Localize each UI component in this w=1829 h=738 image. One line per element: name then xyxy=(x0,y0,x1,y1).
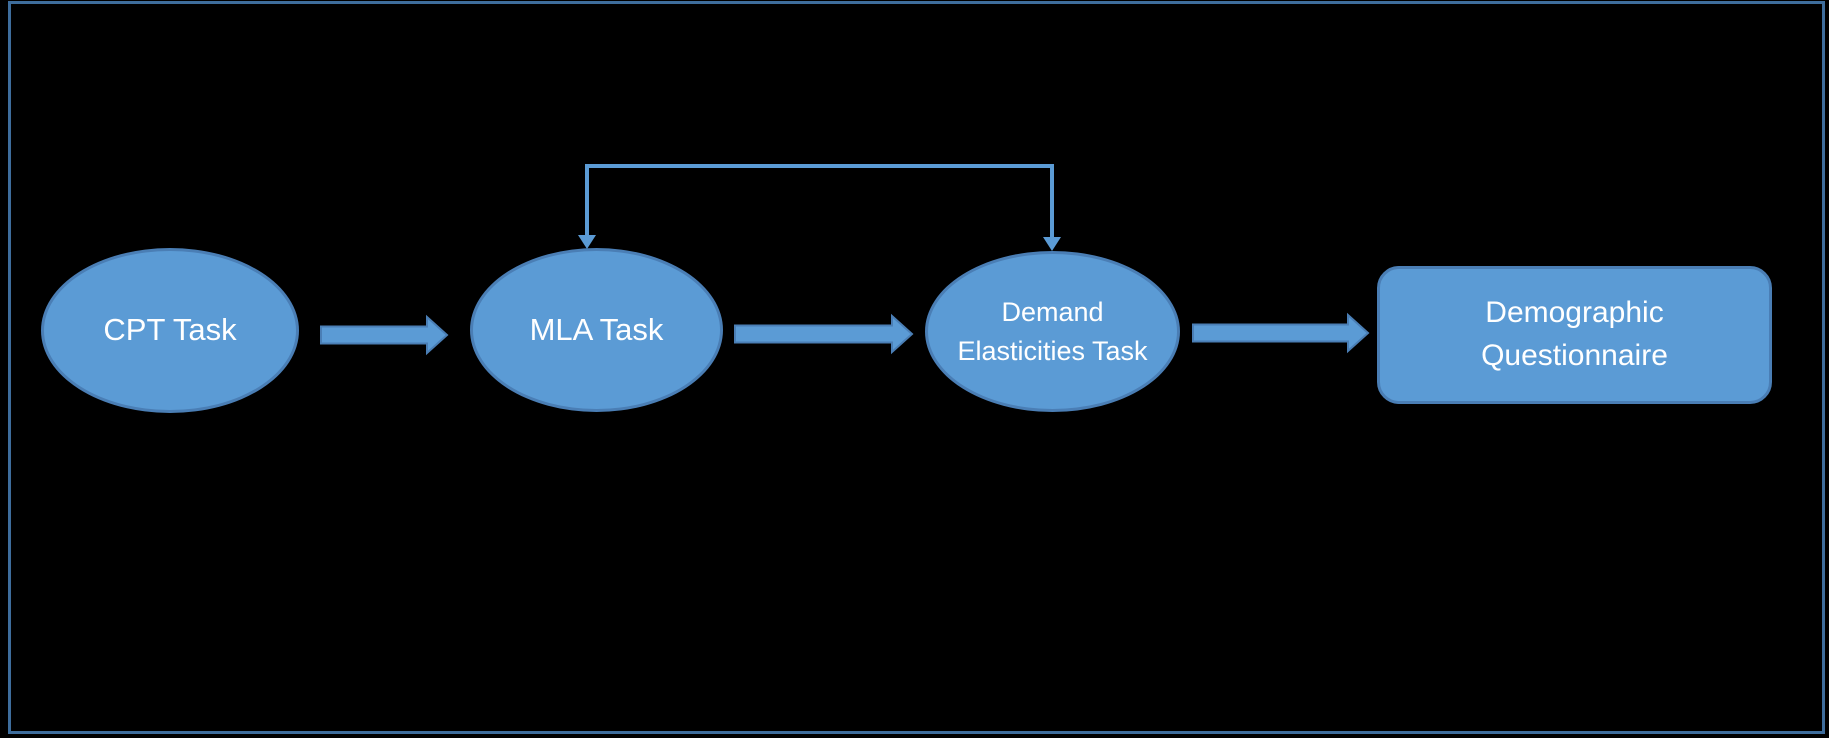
demand-elasticities-task-node: Demand Elasticities Task xyxy=(925,251,1180,412)
mla-task-node: MLA Task xyxy=(470,248,723,412)
mla-task-label: MLA Task xyxy=(529,311,664,347)
demographic-questionnaire-node: Demographic Questionnaire xyxy=(1377,266,1772,404)
cpt-task-label: CPT Task xyxy=(103,312,237,348)
cpt-task-node: CPT Task xyxy=(41,248,299,413)
arrow-mla-to-demand xyxy=(734,313,914,355)
arrow-cpt-to-mla xyxy=(320,314,449,356)
demand-elasticities-task-label: Demand Elasticities Task xyxy=(957,297,1148,366)
elbow-arrowhead-demand xyxy=(1043,237,1061,251)
flowchart-frame xyxy=(8,1,1825,734)
elbow-arrowhead-mla xyxy=(578,235,596,249)
feedback-elbow-connector xyxy=(585,164,1054,238)
arrow-demand-to-demographic xyxy=(1192,312,1370,354)
demographic-questionnaire-label: Demographic Questionnaire xyxy=(1481,296,1668,372)
